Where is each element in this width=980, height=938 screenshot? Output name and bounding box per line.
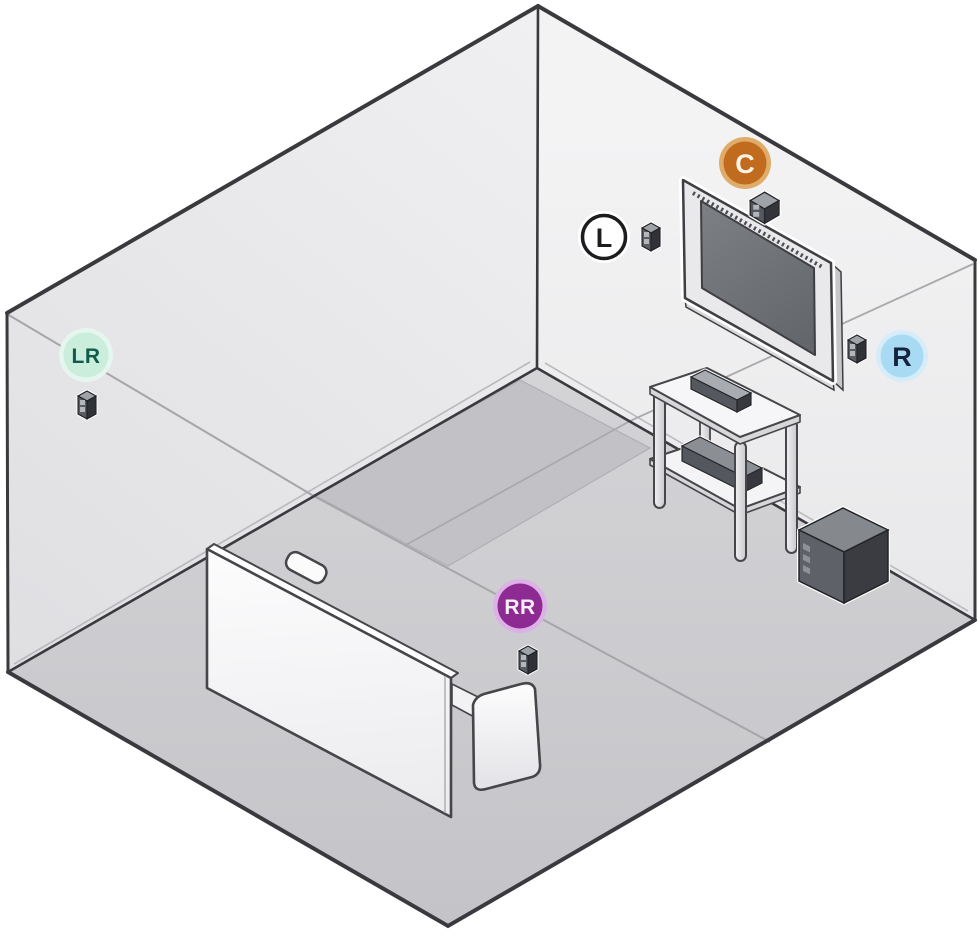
tv-screen [700,200,816,356]
placement-guide-line-left [6,313,771,743]
label-front-right-circle [880,334,924,378]
label-left-rear: LR [59,328,113,382]
tv-stand-left-leg [653,391,666,509]
media-player-side [736,392,752,413]
label-right-rear: RR [493,579,547,633]
center-speaker-side [763,199,780,225]
label-front-right-text: R [892,342,912,372]
label-center: C [719,137,771,189]
couch-back [205,547,453,819]
tv-stand-front-leg [734,441,747,562]
left-wall [7,6,538,672]
left-baseboard-line [13,361,531,665]
tv [679,176,844,392]
couch-headrest [284,550,328,585]
label-front-left-text: L [596,223,613,253]
subwoofer-side [843,528,889,605]
label-center-circle [723,141,767,185]
right-rear-speaker-icon [517,644,539,676]
label-left-rear-text: LR [72,345,101,368]
front-right-speaker-icon [846,333,868,365]
label-front-left: L [578,211,630,263]
couch-armrest [471,681,542,792]
couch [205,543,542,819]
subwoofer [797,506,890,605]
tv-stand-right-leg [785,419,798,554]
label-center-text: C [735,149,755,179]
label-right-rear-text: RR [504,596,535,619]
tv-stand [649,367,801,562]
tv-speaker-grille-dots [692,191,825,270]
label-front-left-circle [580,213,628,261]
front-left-speaker-icon [640,221,662,253]
left-rear-speaker-icon [76,389,98,421]
media-player [689,368,753,414]
label-right-rear-circle [497,583,543,629]
label-left-rear-circle [63,332,109,378]
center-speaker [748,190,782,226]
label-front-right: R [876,330,928,382]
